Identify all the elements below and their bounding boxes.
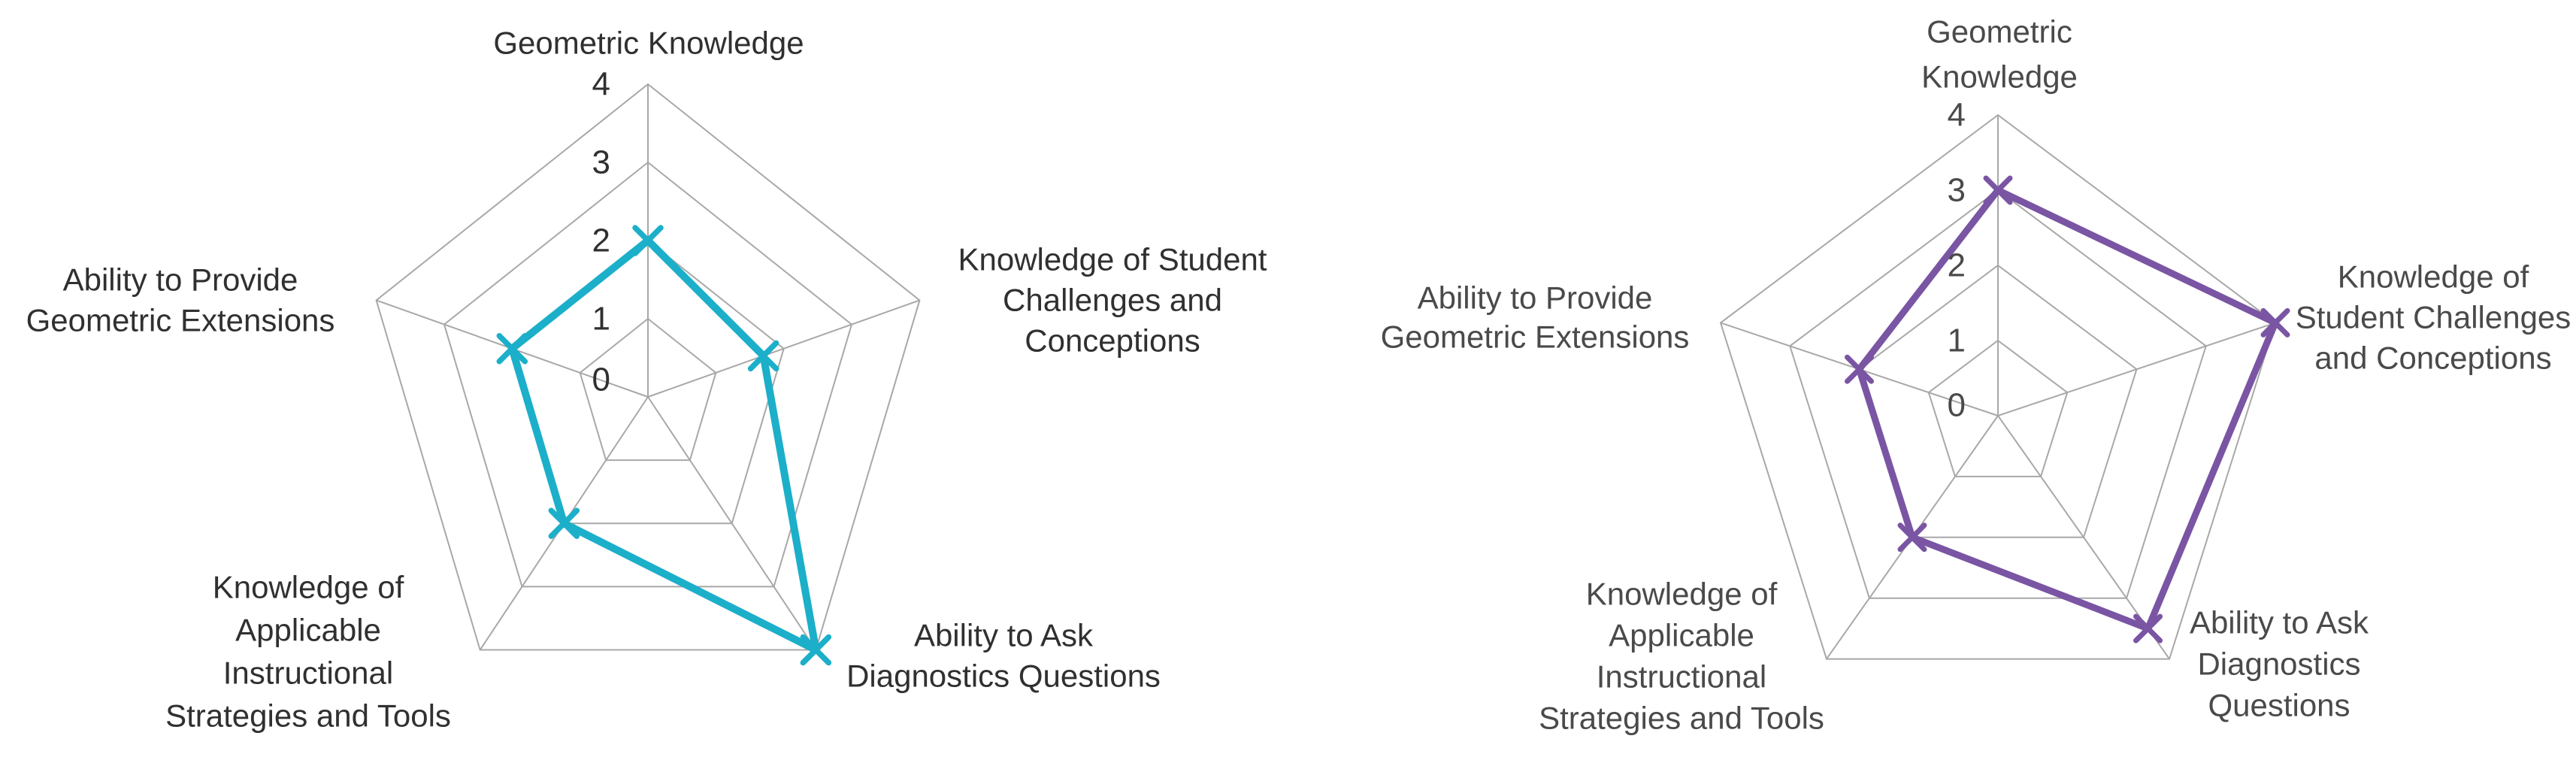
grid-rings xyxy=(1719,114,2277,660)
axis-label-line: Ability to Provide xyxy=(1418,280,1653,316)
marker-stroke xyxy=(496,332,528,365)
marker-stroke xyxy=(2133,613,2163,643)
marker-stroke xyxy=(1983,175,2013,205)
axis-label-line: Diagnostics xyxy=(2197,646,2360,682)
tick-label-4: 4 xyxy=(592,66,610,103)
series-polygon xyxy=(508,237,820,654)
grid-ring-4 xyxy=(1719,114,2277,660)
axis-label-line: Geometric Knowledge xyxy=(493,26,804,61)
axis-label-line: Strategies and Tools xyxy=(1539,701,1824,736)
grid-ring-3 xyxy=(443,161,853,588)
axis-label-line: Applicable xyxy=(1609,618,1754,653)
grid-ring-2 xyxy=(1858,264,2138,538)
data-point-marker-2 xyxy=(2133,613,2163,643)
grid-ring-1 xyxy=(1927,339,2069,477)
tick-labels: 0 1 2 3 4 xyxy=(1948,97,1966,424)
tick-label-0: 0 xyxy=(592,362,610,398)
marker-stroke xyxy=(747,340,779,372)
axis-label-line: Geometric xyxy=(1927,14,2072,50)
axis-label-line: Questions xyxy=(2208,688,2350,723)
tick-labels: 0 1 2 3 4 xyxy=(592,66,610,398)
axis-label-line: and Conceptions xyxy=(2314,341,2551,376)
marker-stroke xyxy=(1897,522,1927,553)
axis-label-line: Knowledge of Student xyxy=(958,242,1267,277)
tick-label-0: 0 xyxy=(1948,387,1966,424)
data-point-markers xyxy=(496,225,832,666)
axis-label-line: Conceptions xyxy=(1025,323,1200,359)
axis-line-1 xyxy=(647,299,920,398)
axis-label-line: Knowledge of xyxy=(2338,259,2529,295)
grid-ring-4 xyxy=(375,83,921,651)
axis-label-line: Student Challenges xyxy=(2296,300,2571,335)
axis-label-line: Instructional xyxy=(223,656,393,691)
axis-label-line: Strategies and Tools xyxy=(165,698,451,734)
tick-label-2: 2 xyxy=(1948,247,1966,284)
axis-label-line: Geometric Extensions xyxy=(26,303,335,338)
axis-label-0: Geometric Knowledge xyxy=(493,26,804,61)
axis-label-1: Knowledge of Student Challenges and Concep… xyxy=(2296,259,2571,376)
data-point-marker-0 xyxy=(1983,175,2013,205)
tick-label-1: 1 xyxy=(1948,322,1966,359)
marker-stroke xyxy=(632,225,664,256)
tick-label-2: 2 xyxy=(592,223,610,259)
grid-ring-1 xyxy=(579,317,717,462)
axis-label-3: Knowledge of ApplicableInstructionalStrat… xyxy=(165,570,451,734)
axis-lines xyxy=(1720,115,2276,660)
tick-label-3: 3 xyxy=(592,144,610,181)
data-point-marker-1 xyxy=(747,340,779,372)
data-point-marker-3 xyxy=(1897,522,1927,553)
axis-label-3: Knowledge of ApplicableInstructionalStrat… xyxy=(1539,577,1824,736)
axis-label-line: Ability to Ask xyxy=(2190,605,2369,640)
axis-label-line: Applicable xyxy=(235,613,381,648)
axis-label-line: Challenges and xyxy=(1003,283,1222,318)
axis-label-line: Knowledge xyxy=(1921,59,2078,95)
series-polygon xyxy=(1855,186,2279,632)
tick-label-3: 3 xyxy=(1948,172,1966,209)
data-point-marker-1 xyxy=(2260,307,2290,338)
grid-ring-3 xyxy=(1789,189,2207,599)
marker-stroke xyxy=(1844,354,1874,384)
marker-stroke xyxy=(800,634,832,666)
axis-label-line: Ability to Ask xyxy=(914,618,1094,653)
tick-label-4: 4 xyxy=(1948,97,1966,134)
data-point-marker-0 xyxy=(632,225,664,256)
data-point-marker-2 xyxy=(800,634,832,666)
axis-label-line: Knowledge of xyxy=(1586,577,1778,612)
axis-label-line: Instructional xyxy=(1597,659,1766,695)
data-point-marker-3 xyxy=(548,507,580,540)
axis-label-line: Knowledge of xyxy=(213,570,404,605)
data-point-markers xyxy=(1844,175,2290,643)
marker-stroke xyxy=(2260,307,2290,338)
axis-label-line: Geometric Extensions xyxy=(1381,319,1690,355)
axis-line-1 xyxy=(1997,322,2276,416)
axis-line-2 xyxy=(647,396,817,651)
data-point-marker-4 xyxy=(1844,354,1874,384)
data-point-marker-4 xyxy=(496,332,528,365)
marker-stroke xyxy=(548,507,580,540)
axis-label-line: Ability to Provide xyxy=(63,262,298,298)
tick-label-1: 1 xyxy=(592,301,610,338)
axis-label-line: Diagnostics Questions xyxy=(846,659,1161,694)
